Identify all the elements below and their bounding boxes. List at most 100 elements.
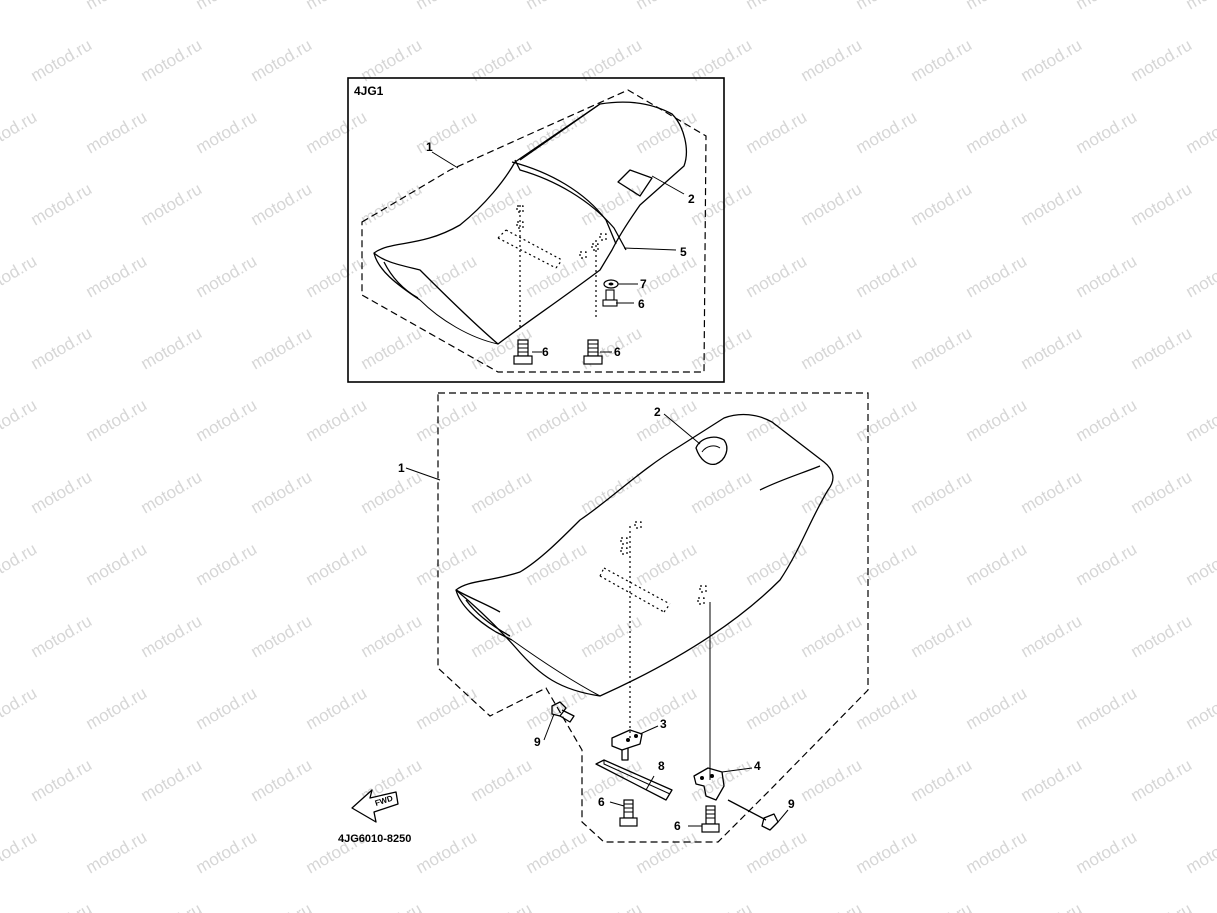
- watermark-text: motod.ru: [798, 899, 866, 913]
- watermark-text: motod.ru: [688, 899, 756, 913]
- watermark-text: motod.ru: [963, 683, 1031, 733]
- inset-callout-6-left: 6: [542, 345, 549, 359]
- watermark-text: motod.ru: [798, 755, 866, 805]
- watermark-text: motod.ru: [853, 827, 921, 877]
- main-bolt-9-right: [727, 799, 779, 831]
- watermark-text: motod.ru: [28, 35, 96, 85]
- watermark-text: motod.ru: [578, 899, 646, 913]
- watermark-text: motod.ru: [0, 251, 40, 301]
- watermark-text: motod.ru: [523, 395, 591, 445]
- inset-callout-5: 5: [680, 245, 687, 259]
- inset-seat: [373, 101, 687, 345]
- watermark-text: motod.ru: [138, 611, 206, 661]
- watermark-text: motod.ru: [1073, 539, 1141, 589]
- watermark-text: motod.ru: [798, 467, 866, 517]
- watermark-text: motod.ru: [138, 179, 206, 229]
- watermark-text: motod.ru: [853, 539, 921, 589]
- watermark-text: motod.ru: [193, 0, 261, 13]
- watermark-text: motod.ru: [1018, 467, 1086, 517]
- watermark-text: motod.ru: [303, 683, 371, 733]
- watermark-text: motod.ru: [688, 755, 756, 805]
- watermark-text: motod.ru: [743, 827, 811, 877]
- watermark-text: motod.ru: [248, 899, 316, 913]
- watermark-text: motod.ru: [358, 611, 426, 661]
- watermark-text: motod.ru: [1018, 755, 1086, 805]
- watermark-text: motod.ru: [193, 683, 261, 733]
- watermark-text: motod.ru: [963, 395, 1031, 445]
- watermark-text: motod.ru: [193, 251, 261, 301]
- inset-callout-6-right: 6: [638, 297, 645, 311]
- watermark-text: motod.ru: [1073, 827, 1141, 877]
- watermark-text: motod.ru: [193, 107, 261, 157]
- watermark-text: motod.ru: [1183, 395, 1217, 445]
- watermark-text: motod.ru: [1128, 611, 1196, 661]
- watermark-text: motod.ru: [1128, 179, 1196, 229]
- bracket-4: [693, 767, 725, 801]
- watermark-text: motod.ru: [358, 899, 426, 913]
- watermark-text: motod.ru: [0, 0, 40, 13]
- watermark-text: motod.ru: [963, 107, 1031, 157]
- watermark-text: motod.ru: [633, 395, 701, 445]
- watermark-text: motod.ru: [1073, 251, 1141, 301]
- inset-assembly-outline: [361, 89, 707, 373]
- watermark-text: motod.ru: [28, 755, 96, 805]
- watermark-text: motod.ru: [1018, 323, 1086, 373]
- watermark-text: motod.ru: [358, 467, 426, 517]
- main-callout-2: 2: [654, 405, 661, 419]
- watermark-text: motod.ru: [248, 611, 316, 661]
- watermark-text: motod.ru: [908, 323, 976, 373]
- watermark-text: motod.ru: [1128, 899, 1196, 913]
- watermark-text: motod.ru: [83, 251, 151, 301]
- watermark-text: motod.ru: [1128, 323, 1196, 373]
- watermark-text: motod.ru: [963, 251, 1031, 301]
- watermark-text: motod.ru: [1183, 107, 1217, 157]
- watermark-text: motod.ru: [743, 683, 811, 733]
- watermark-text: motod.ru: [798, 323, 866, 373]
- watermark-text: motod.ru: [1018, 179, 1086, 229]
- watermark-text: motod.ru: [963, 539, 1031, 589]
- watermark-text: motod.ru: [138, 35, 206, 85]
- watermark-text: motod.ru: [688, 611, 756, 661]
- watermark-text: motod.ru: [523, 539, 591, 589]
- watermark-text: motod.ru: [248, 467, 316, 517]
- watermark-text: motod.ru: [1183, 827, 1217, 877]
- bracket-3: [611, 729, 643, 761]
- inset-callout-6-mid: 6: [614, 345, 621, 359]
- main-callout-4: 4: [754, 759, 761, 773]
- watermark-text: motod.ru: [798, 611, 866, 661]
- watermark-text: motod.ru: [1073, 395, 1141, 445]
- watermark-text: motod.ru: [28, 611, 96, 661]
- main-assembly-outline: [437, 392, 869, 843]
- inset-callout-2: 2: [688, 192, 695, 206]
- watermark-text: motod.ru: [578, 611, 646, 661]
- watermark-text: motod.ru: [248, 179, 316, 229]
- watermark-text: motod.ru: [468, 755, 536, 805]
- watermark-text: motod.ru: [853, 0, 921, 13]
- watermark-text: motod.ru: [83, 0, 151, 13]
- watermark-text: motod.ru: [853, 395, 921, 445]
- main-callout-6-left: 6: [598, 795, 605, 809]
- watermark-text: motod.ru: [28, 899, 96, 913]
- watermark-text: motod.ru: [853, 107, 921, 157]
- watermark-text: motod.ru: [0, 827, 40, 877]
- watermark-text: motod.ru: [1128, 35, 1196, 85]
- watermark-text: motod.ru: [28, 179, 96, 229]
- inset-small-bolt: [602, 289, 618, 307]
- watermark-text: motod.ru: [413, 683, 481, 733]
- inset-bolt-left: [513, 339, 533, 365]
- watermark-text: motod.ru: [248, 323, 316, 373]
- inset-frame: [347, 77, 725, 383]
- watermark-text: motod.ru: [908, 755, 976, 805]
- inset-panel: 4JG1: [347, 77, 725, 383]
- watermark-text: motod.ru: [83, 827, 151, 877]
- watermark-text: motod.ru: [908, 611, 976, 661]
- watermark-text: motod.ru: [0, 539, 40, 589]
- watermark-text: motod.ru: [743, 107, 811, 157]
- watermark-text: motod.ru: [1183, 0, 1217, 13]
- main-callout-1: 1: [398, 461, 405, 475]
- watermark-text: motod.ru: [633, 827, 701, 877]
- watermark-text: motod.ru: [743, 0, 811, 13]
- watermark-text: motod.ru: [963, 827, 1031, 877]
- watermark-text: motod.ru: [248, 35, 316, 85]
